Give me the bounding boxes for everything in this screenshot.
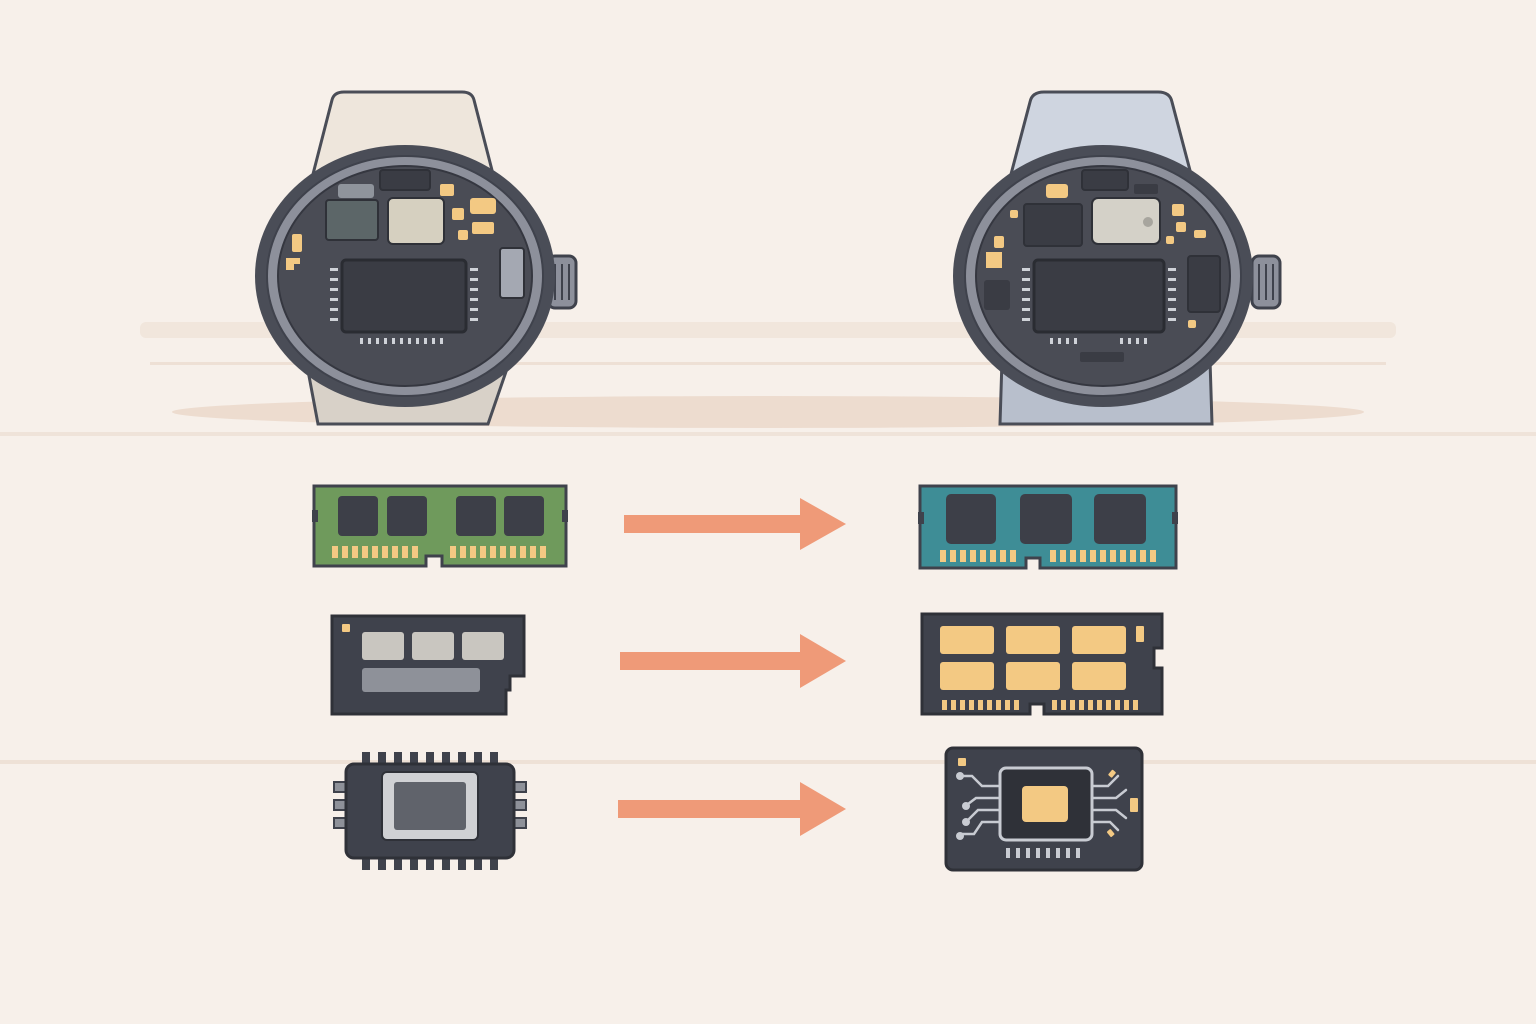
gold-pad	[440, 184, 454, 196]
gold-pad	[470, 198, 496, 214]
gold-pad	[458, 230, 468, 240]
gray-storage-module-icon	[330, 614, 526, 716]
gold-pad	[452, 208, 464, 220]
gold-pad	[1176, 222, 1186, 232]
soc-chip-icon	[944, 746, 1144, 872]
gold-pad	[1010, 210, 1018, 218]
processor-bottom-pins	[1050, 338, 1147, 344]
small-chip	[338, 184, 374, 198]
chip	[1081, 169, 1129, 191]
gold-pad	[994, 236, 1004, 248]
right-watch	[953, 90, 1282, 426]
left-watch	[255, 90, 578, 426]
connector	[1080, 352, 1124, 362]
side-module	[984, 280, 1010, 310]
chip	[1023, 203, 1083, 247]
side-module	[499, 247, 525, 299]
right-arrow-icon	[620, 634, 846, 688]
right-arrow-icon	[618, 782, 846, 836]
upper-line	[150, 362, 1386, 365]
gold-connector	[986, 252, 1002, 268]
gold-connector	[286, 258, 300, 270]
sensor-module	[1091, 197, 1161, 245]
right-arrow-icon	[624, 498, 846, 550]
blue-ram-stick-icon	[918, 484, 1178, 570]
processor-pins	[330, 268, 478, 321]
processor-pins	[1022, 268, 1176, 321]
sensor-dot	[1143, 217, 1153, 227]
small-chip	[1134, 184, 1158, 194]
main-processor	[1032, 258, 1166, 334]
middle-line	[0, 432, 1536, 436]
gold-pad	[292, 234, 302, 252]
lower-line	[0, 760, 1536, 764]
processor-chip-icon	[333, 752, 527, 870]
side-module	[1187, 255, 1221, 313]
gold-pad	[1194, 230, 1206, 238]
chip	[325, 199, 379, 241]
green-ram-stick-icon	[312, 484, 568, 568]
chip	[379, 169, 431, 191]
gold-pad	[1046, 184, 1068, 198]
main-processor	[340, 258, 468, 334]
sensor-module	[387, 197, 445, 245]
gold-pad	[1188, 320, 1196, 328]
gold-pad	[472, 222, 494, 234]
gold-pad	[1166, 236, 1174, 244]
gold-pad	[1172, 204, 1184, 216]
processor-bottom-pins	[360, 338, 443, 344]
gold-storage-module-icon	[920, 612, 1164, 716]
